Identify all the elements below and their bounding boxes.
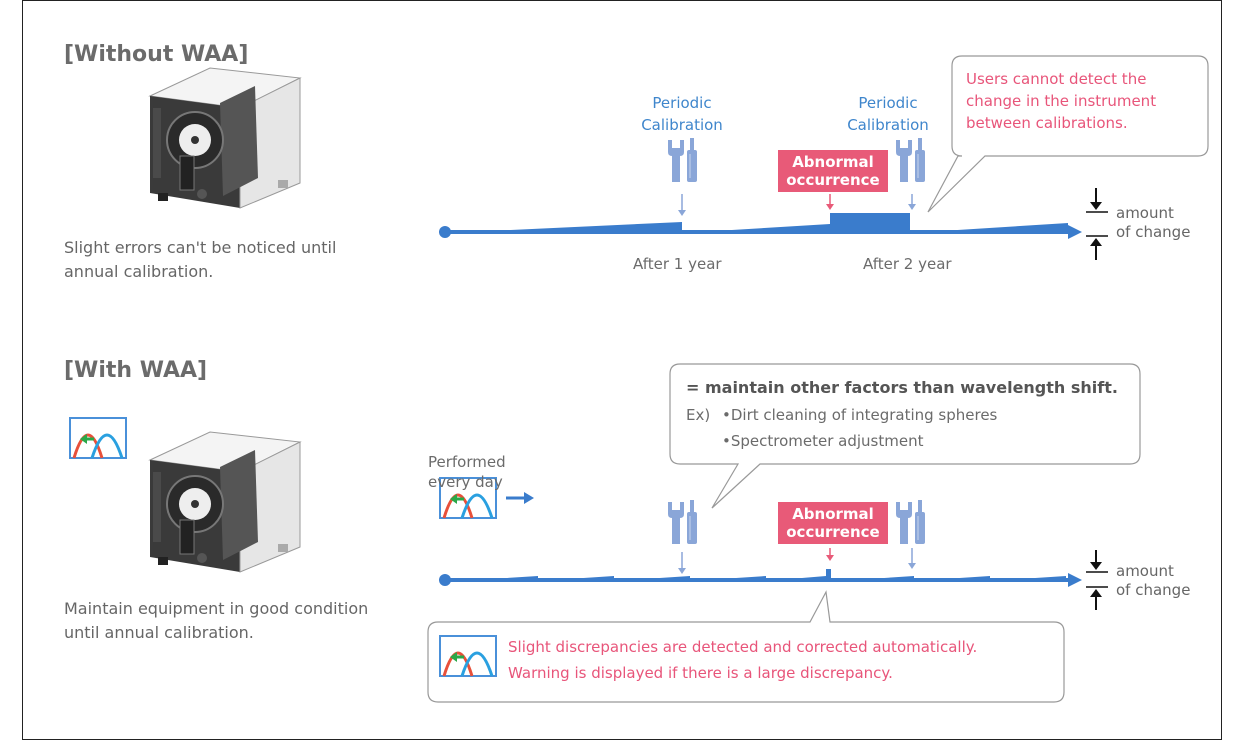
arrow-right-icon — [524, 492, 534, 504]
callout-item: •Dirt cleaning of integrating spheres — [722, 406, 998, 424]
performed-every-day-label: Performed every day — [428, 453, 506, 491]
description-without: Slight errors can't be noticed until ann… — [64, 238, 337, 281]
section-heading-without: [Without WAA] — [64, 42, 249, 67]
callout-ex-label: Ex) — [686, 406, 711, 424]
periodic-calibration-label: Periodic Calibration — [641, 94, 723, 134]
amount-of-change-label: amount of change — [1116, 204, 1191, 241]
detection-note-line: Warning is displayed if there is a large… — [508, 664, 893, 682]
abnormal-occurrence-badge: Abnormal occurrence — [778, 502, 888, 544]
wrench-screwdriver-icon — [667, 137, 698, 183]
after-1-year-label: After 1 year — [633, 255, 722, 273]
instrument-image — [149, 67, 301, 209]
detection-note-line: Slight discrepancies are detected and co… — [508, 638, 978, 656]
spectrum-curves-icon — [68, 416, 128, 460]
amount-of-change-label: amount of change — [1116, 562, 1191, 599]
wrench-screwdriver-icon — [667, 499, 698, 545]
callout-text: Users cannot detect the change in the in… — [966, 70, 1157, 132]
after-2-year-label: After 2 year — [863, 255, 952, 273]
spectrum-curves-icon — [438, 634, 498, 678]
wrench-screwdriver-icon — [895, 499, 926, 545]
section-heading-with: [With WAA] — [64, 358, 208, 383]
description-with: Maintain equipment in good condition unt… — [64, 599, 369, 642]
periodic-calibration-label: Periodic Calibration — [847, 94, 929, 134]
callout-title: = maintain other factors than wavelength… — [686, 378, 1118, 397]
abnormal-occurrence-badge: Abnormal occurrence — [778, 150, 888, 192]
wrench-screwdriver-icon — [895, 137, 926, 183]
instrument-image — [149, 431, 301, 573]
callout-item: •Spectrometer adjustment — [722, 432, 924, 450]
